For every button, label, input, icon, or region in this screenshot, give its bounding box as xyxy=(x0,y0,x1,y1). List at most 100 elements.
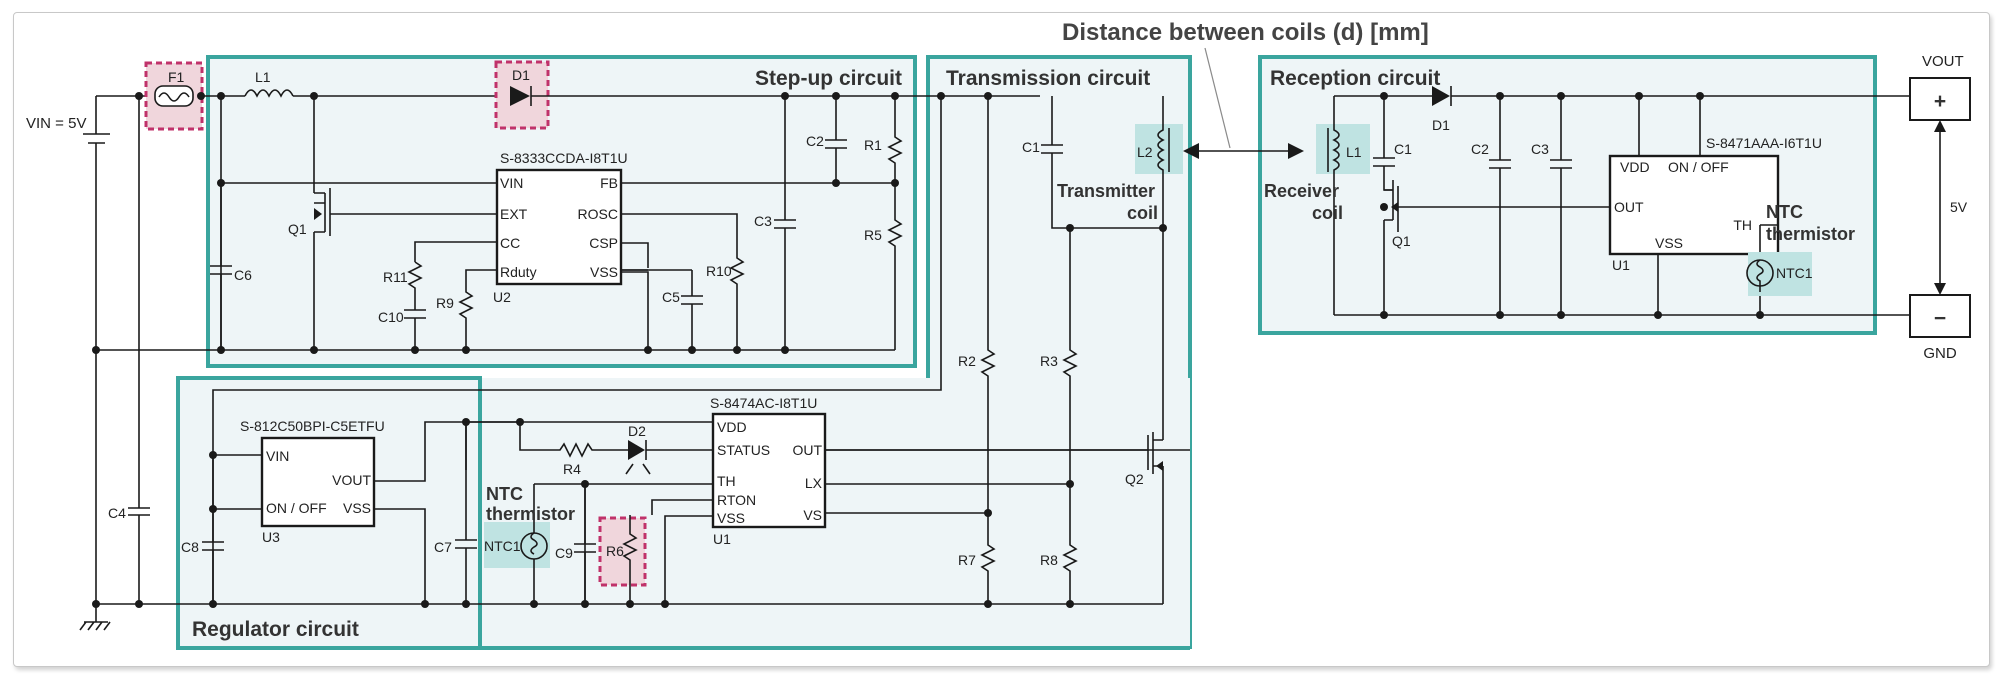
u2-part: S-8333CCDA-I8T1U xyxy=(500,150,628,166)
u1-tx-pin-th: TH xyxy=(717,473,736,489)
f1-label: F1 xyxy=(168,69,185,85)
r2-label: R2 xyxy=(958,353,976,369)
rx-l1-label: L1 xyxy=(1346,144,1362,160)
rx-diode-icon xyxy=(1432,86,1450,106)
ntc1-tx-highlight xyxy=(484,522,550,568)
u1-rx-chip xyxy=(1608,154,1780,256)
c8-label: C8 xyxy=(181,539,199,555)
u2-pin-rduty: Rduty xyxy=(500,264,537,280)
diode-icon xyxy=(510,86,530,106)
u1-tx-part: S-8474AC-I8T1U xyxy=(710,395,817,411)
rx-d1-label: D1 xyxy=(1432,117,1450,133)
d1-label: D1 xyxy=(512,67,530,83)
u1-rx-pin-vdd: VDD xyxy=(1620,159,1650,175)
u3-pin-vout: VOUT xyxy=(332,472,371,488)
u1-tx-pin-rton: RTON xyxy=(717,492,756,508)
u1-rx-ref: U1 xyxy=(1612,257,1630,273)
c1-label: C1 xyxy=(1022,139,1040,155)
u2-pin-ext: EXT xyxy=(500,206,528,222)
r9-label: R9 xyxy=(436,295,454,311)
u2-chip xyxy=(495,168,623,286)
u2-ref: U2 xyxy=(493,289,511,305)
led-icon xyxy=(628,440,645,460)
u2-pin-csp: CSP xyxy=(589,235,618,251)
receiver-coil-label-1: Receiver xyxy=(1264,181,1339,201)
u2-pin-cc: CC xyxy=(500,235,520,251)
ntc1-tx-label: NTC1 xyxy=(484,538,521,554)
output-voltage-label: 5V xyxy=(1950,199,1968,215)
gnd-terminal xyxy=(1909,294,1971,338)
u2-pin-vss: VSS xyxy=(590,264,618,280)
u1-tx-chip xyxy=(711,412,827,529)
c10-label: C10 xyxy=(378,309,404,325)
transmitter-coil-label-2: coil xyxy=(1127,203,1158,223)
u1-tx-pin-lx: LX xyxy=(805,475,823,491)
d2-label: D2 xyxy=(628,423,646,439)
transmitter-coil-label-1: Transmitter xyxy=(1057,181,1155,201)
r3-label: R3 xyxy=(1040,353,1058,369)
rx-ntc-thermistor-1: NTC xyxy=(1766,202,1803,222)
gnd-label: GND xyxy=(1923,345,1957,362)
rx-ntc-thermistor-2: thermistor xyxy=(1766,224,1855,244)
regulator-title: Regulator circuit xyxy=(192,618,359,641)
rx-c2-label: C2 xyxy=(1471,141,1489,157)
vin-label: VIN = 5V xyxy=(26,115,86,132)
rx-c3-label: C3 xyxy=(1531,141,1549,157)
u1-tx-ref: U1 xyxy=(713,531,731,547)
c6-label: C6 xyxy=(234,267,252,283)
q1-label: Q1 xyxy=(288,221,307,237)
u3-pin-vin: VIN xyxy=(266,448,289,464)
ntc-tx-label-2: thermistor xyxy=(486,504,575,524)
u1-tx-pin-vdd: VDD xyxy=(717,419,747,435)
u2-pin-vin: VIN xyxy=(500,175,523,191)
u1-rx-pin-vss: VSS xyxy=(1655,235,1683,251)
r8-label: R8 xyxy=(1040,552,1058,568)
page-title: Distance between coils (d) [mm] xyxy=(1062,19,1429,46)
c7-label: C7 xyxy=(434,539,452,555)
u1-tx-pin-out: OUT xyxy=(792,442,822,458)
r10-label: R10 xyxy=(706,263,732,279)
rx-c1-label: C1 xyxy=(1394,141,1412,157)
u1-rx-pin-onoff: ON / OFF xyxy=(1668,159,1729,175)
u3-ref: U3 xyxy=(262,529,280,545)
r5-label: R5 xyxy=(864,227,882,243)
r6-label: R6 xyxy=(606,543,624,559)
rx-l1-highlight xyxy=(1316,124,1370,174)
r4-label: R4 xyxy=(563,461,581,477)
ntc-tx-label-1: NTC xyxy=(486,484,523,504)
u2-pin-fb: FB xyxy=(600,175,618,191)
l2-label: L2 xyxy=(1137,144,1153,160)
u1-rx-pin-out: OUT xyxy=(1614,199,1644,215)
c3-label: C3 xyxy=(754,213,772,229)
l1-label: L1 xyxy=(255,69,271,85)
u1-tx-pin-vss: VSS xyxy=(717,510,745,526)
r11-label: R11 xyxy=(383,269,408,285)
receiver-coil-label-2: coil xyxy=(1312,203,1343,223)
stepup-title: Step-up circuit xyxy=(755,67,902,90)
r1-label: R1 xyxy=(864,137,882,153)
c2-label: C2 xyxy=(806,133,824,149)
c9-label: C9 xyxy=(555,545,573,561)
u3-pin-onoff: ON / OFF xyxy=(266,500,327,516)
c4-label: C4 xyxy=(108,505,126,521)
u2-pin-rosc: ROSC xyxy=(578,206,618,222)
rx-q1-label: Q1 xyxy=(1392,233,1411,249)
u1-rx-part: S-8471AAA-I6T1U xyxy=(1706,135,1822,151)
u3-part: S-812C50BPI-C5ETFU xyxy=(240,418,385,434)
u3-pin-vss: VSS xyxy=(343,500,371,516)
gnd-minus: − xyxy=(1934,307,1946,330)
u1-rx-pin-th: TH xyxy=(1733,217,1752,233)
inductor-icon xyxy=(244,89,294,98)
vout-plus: + xyxy=(1934,90,1946,113)
q2-label: Q2 xyxy=(1125,471,1144,487)
u1-tx-pin-status: STATUS xyxy=(717,442,770,458)
r7-label: R7 xyxy=(958,552,976,568)
r6-highlight xyxy=(598,516,647,587)
reception-title: Reception circuit xyxy=(1270,67,1440,90)
u3-chip xyxy=(260,436,376,528)
u1-tx-pin-vs: VS xyxy=(803,507,822,523)
rx-ntc1-label: NTC1 xyxy=(1776,265,1813,281)
fuse-icon xyxy=(154,85,194,107)
vout-label: VOUT xyxy=(1922,53,1964,70)
